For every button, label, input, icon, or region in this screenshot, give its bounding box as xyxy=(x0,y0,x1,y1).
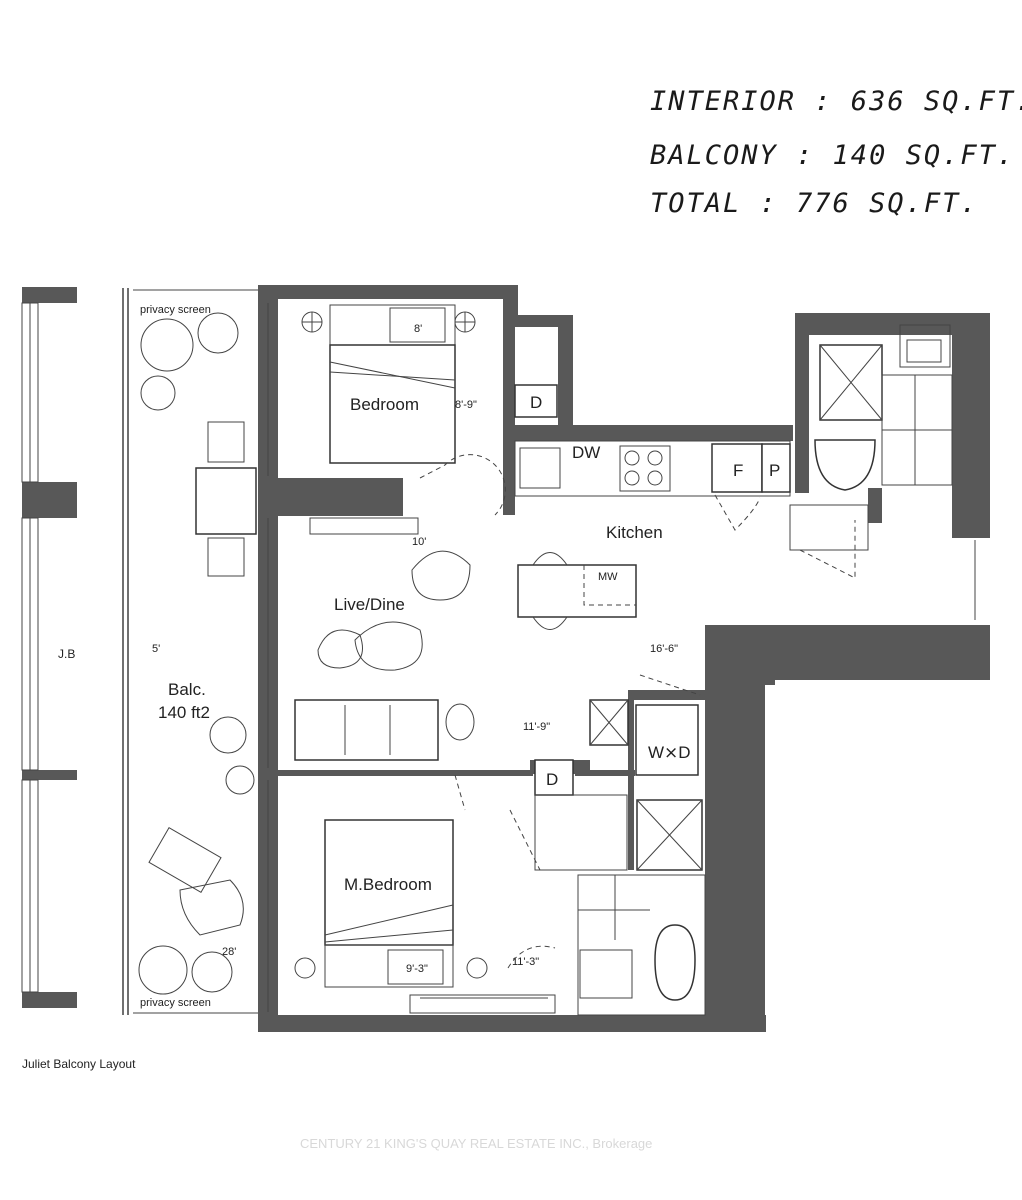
washer-dryer-label: W⨯D xyxy=(648,743,691,762)
dryer-top-label: D xyxy=(530,393,542,412)
microwave-label: MW xyxy=(598,571,618,583)
exterior-walls xyxy=(258,285,990,1032)
balcony: 5' Balc. 140 ft2 privacy screen privacy … xyxy=(138,304,257,1009)
privacy-screen-bottom-label: privacy screen xyxy=(140,997,211,1009)
kitchen-length-dim: 16'-6" xyxy=(650,643,678,655)
bedroom-label: Bedroom xyxy=(350,395,419,414)
bedroom-width-dim: 8' xyxy=(414,323,422,335)
balcony-label: Balc. xyxy=(168,680,206,699)
balcony-width-dim: 5' xyxy=(152,643,160,655)
master-width-dim: 9'-3" xyxy=(406,963,428,975)
live-dine-label: Live/Dine xyxy=(334,595,405,614)
master-bedroom: M.Bedroom 9'-3" 11'-3" xyxy=(294,819,556,1014)
bedroom-depth-dim: 8'-9" xyxy=(455,399,477,411)
living-dining: 10' Live/Dine 11'-9" 16'-6" xyxy=(294,517,678,761)
juliet-balcony-layout-caption: Juliet Balcony Layout xyxy=(22,1057,136,1071)
watermark: CENTURY 21 KING'S QUAY REAL ESTATE INC.,… xyxy=(300,1136,652,1151)
bedroom-top: Bedroom 8' 8'-9" D xyxy=(301,304,558,516)
total-area-note: TOTAL : 776 SQ.FT. xyxy=(650,188,979,219)
juliet-balcony-strip: J.B xyxy=(21,287,77,1008)
interior-area-note: INTERIOR : 636 SQ.FT. xyxy=(650,86,1022,117)
bathroom-top xyxy=(714,324,976,620)
kitchen-counter: DW F P Kitchen xyxy=(514,440,791,542)
master-bedroom-label: M.Bedroom xyxy=(344,875,432,894)
laundry-area: W⨯D D xyxy=(454,674,701,871)
bathroom-bottom xyxy=(577,799,706,1016)
kitchen-island: MW xyxy=(517,552,637,630)
fridge-label: F xyxy=(733,461,743,480)
balcony-railing xyxy=(122,288,258,1015)
live-width-dim: 10' xyxy=(412,536,426,548)
balcony-length-dim: 28' xyxy=(222,946,236,958)
pantry-label: P xyxy=(769,461,780,480)
master-depth-dim: 11'-3" xyxy=(512,956,539,968)
kitchen-label: Kitchen xyxy=(606,523,663,542)
dishwasher-label: DW xyxy=(572,443,600,462)
area-notes: INTERIOR : 636 SQ.FT. BALCONY : 140 SQ.F… xyxy=(650,86,1022,219)
live-depth-dim: 11'-9" xyxy=(523,721,550,733)
dryer-bottom-label: D xyxy=(546,770,558,789)
balcony-area-label: 140 ft2 xyxy=(158,703,210,722)
juliet-balcony-label: J.B xyxy=(58,647,75,661)
privacy-screen-top-label: privacy screen xyxy=(140,304,211,316)
balcony-area-note: BALCONY : 140 SQ.FT. xyxy=(650,140,1015,171)
